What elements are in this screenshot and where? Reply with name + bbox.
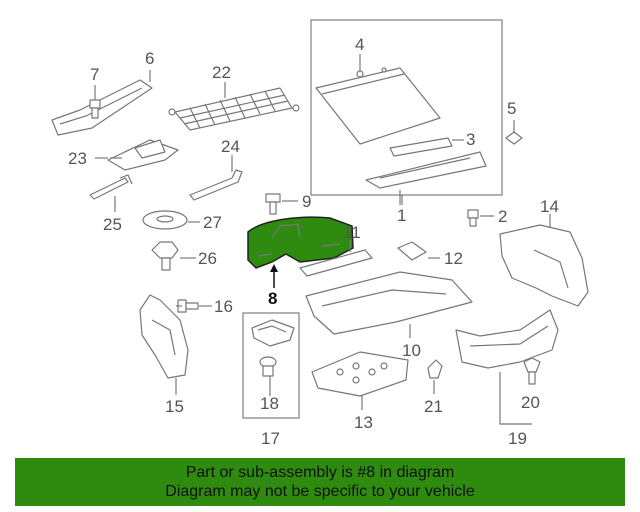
part-11-bracket	[299, 240, 373, 277]
part-24-rod	[189, 155, 243, 201]
callout-16: 16	[214, 297, 233, 316]
callout-20: 20	[521, 393, 540, 412]
callout-5: 5	[507, 99, 516, 118]
callout-25: 25	[103, 215, 122, 234]
callout-11: 11	[343, 223, 361, 242]
part-6-rail	[51, 70, 153, 136]
part-9-bolt	[265, 193, 298, 215]
part-17-bracket	[251, 319, 295, 347]
part-23-jack	[95, 139, 179, 171]
part-4-tonneau	[315, 54, 441, 145]
part-7-clip	[89, 85, 101, 119]
part-12-plate	[397, 241, 440, 261]
part-10-floor-panel	[305, 271, 473, 338]
callout-14: 14	[540, 197, 559, 216]
banner-line-2: Diagram may not be specific to your vehi…	[165, 483, 475, 500]
callout-9: 9	[302, 192, 311, 211]
part-13-tray	[311, 351, 409, 410]
part-21-clip	[427, 359, 443, 394]
callout-26: 26	[198, 249, 217, 268]
callout-18: 18	[260, 394, 279, 413]
part-1-tray	[365, 151, 487, 205]
part-8-highlighted	[247, 216, 354, 288]
callout-10: 10	[402, 341, 421, 360]
callout-21: 21	[424, 397, 443, 416]
info-banner: Part or sub-assembly is #8 in diagram Di…	[15, 458, 625, 506]
part-25-handle	[89, 174, 133, 212]
part-3-strip	[389, 137, 464, 157]
callout-15: 15	[165, 397, 184, 416]
part-2-bolt	[467, 209, 494, 227]
callout-6: 6	[145, 49, 154, 68]
callout-2: 2	[498, 207, 507, 226]
part-22-cargo-net	[168, 82, 300, 131]
callout-17: 17	[261, 429, 280, 448]
callout-23: 23	[68, 149, 87, 168]
callout-13: 13	[354, 413, 373, 432]
parts-diagram: 1 2 3 4 5 6 7 8 9 10 11 12 13 14 15 16 1…	[51, 19, 589, 448]
part-15-side-trim	[139, 294, 189, 395]
callout-4: 4	[355, 35, 364, 54]
part-5-clip	[505, 120, 523, 145]
callout-7: 7	[90, 65, 99, 84]
callout-24: 24	[221, 137, 240, 156]
callout-1: 1	[397, 206, 406, 225]
callout-12: 12	[444, 249, 463, 268]
part-19-rear-panel	[455, 309, 559, 425]
callout-3: 3	[466, 130, 475, 149]
part-14-quarter-trim	[499, 214, 589, 307]
callout-8: 8	[268, 289, 277, 308]
part-26-nut	[151, 241, 196, 271]
banner-line-1: Part or sub-assembly is #8 in diagram	[185, 464, 455, 481]
callout-19: 19	[508, 429, 527, 448]
part-20-clip	[523, 357, 541, 385]
group-box-17	[242, 312, 300, 419]
callout-27: 27	[203, 213, 222, 232]
part-8-shape	[247, 216, 354, 269]
part-27-pad	[142, 210, 200, 230]
callout-22: 22	[212, 63, 231, 82]
part-18-clip	[259, 356, 277, 377]
group-box-1	[310, 19, 503, 196]
part-16-clip	[177, 299, 212, 313]
